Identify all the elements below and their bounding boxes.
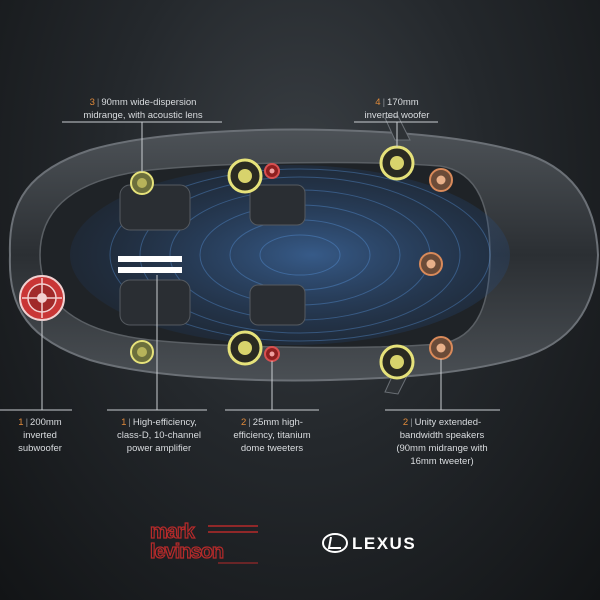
woofer-rear-top-icon [229, 160, 261, 192]
callout-text: Unity extended- [415, 417, 482, 428]
midrange-speaker-bottom-icon [131, 341, 153, 363]
lexus-wordmark: LEXUS [352, 534, 416, 553]
callout-number: 1 [18, 417, 23, 428]
woofer-rear-bottom-icon [229, 332, 261, 364]
callout-text: class-D, 10-channel [104, 429, 214, 442]
callout-text: 16mm tweeter) [382, 455, 502, 468]
lexus-logo: LEXUS [322, 530, 442, 556]
callout-midrange: 3|90mm wide-dispersion midrange, with ac… [58, 96, 228, 122]
mark-levinson-logo: mark levinson [148, 518, 264, 566]
callout-tweeters: 2|25mm high- efficiency, titanium dome t… [222, 416, 322, 455]
callout-text: High-efficiency, [133, 417, 197, 428]
subwoofer-icon [20, 276, 64, 320]
unity-speaker-bottom-icon [430, 337, 452, 359]
callout-woofer: 4|170mm inverted woofer [354, 96, 440, 122]
callout-text: (90mm midrange with [382, 442, 502, 455]
callout-text: efficiency, titanium [222, 429, 322, 442]
callout-subwoofer: 1|200mm inverted subwoofer [0, 416, 80, 455]
callout-number: 1 [121, 417, 126, 428]
callout-number: 2 [241, 417, 246, 428]
woofer-front-top-icon [381, 147, 413, 179]
callout-number: 2 [403, 417, 408, 428]
callout-amplifier: 1|High-efficiency, class-D, 10-channel p… [104, 416, 214, 455]
callout-text: 25mm high- [253, 417, 303, 428]
callout-number: 4 [375, 97, 380, 108]
callout-text: 90mm wide-dispersion [101, 97, 196, 108]
callout-text: inverted woofer [354, 109, 440, 122]
unity-speaker-top-icon [430, 169, 452, 191]
tweeter-top-icon [265, 164, 279, 178]
unity-speaker-center-icon [420, 253, 442, 275]
tweeter-bottom-icon [265, 347, 279, 361]
callout-text: 200mm [30, 417, 62, 428]
woofer-front-bottom-icon [381, 346, 413, 378]
callout-unity-speakers: 2|Unity extended- bandwidth speakers (90… [382, 416, 502, 468]
logo-mark-text: mark [150, 521, 196, 543]
callout-text: dome tweeters [222, 442, 322, 455]
midrange-speaker-top-icon [131, 172, 153, 194]
callout-text: power amplifier [104, 442, 214, 455]
callout-text: 170mm [387, 97, 419, 108]
callout-text: bandwidth speakers [382, 429, 502, 442]
logo-levinson-text: levinson [150, 541, 223, 563]
callout-number: 3 [90, 97, 95, 108]
callout-text: inverted subwoofer [0, 429, 80, 455]
callout-text: midrange, with acoustic lens [58, 109, 228, 122]
